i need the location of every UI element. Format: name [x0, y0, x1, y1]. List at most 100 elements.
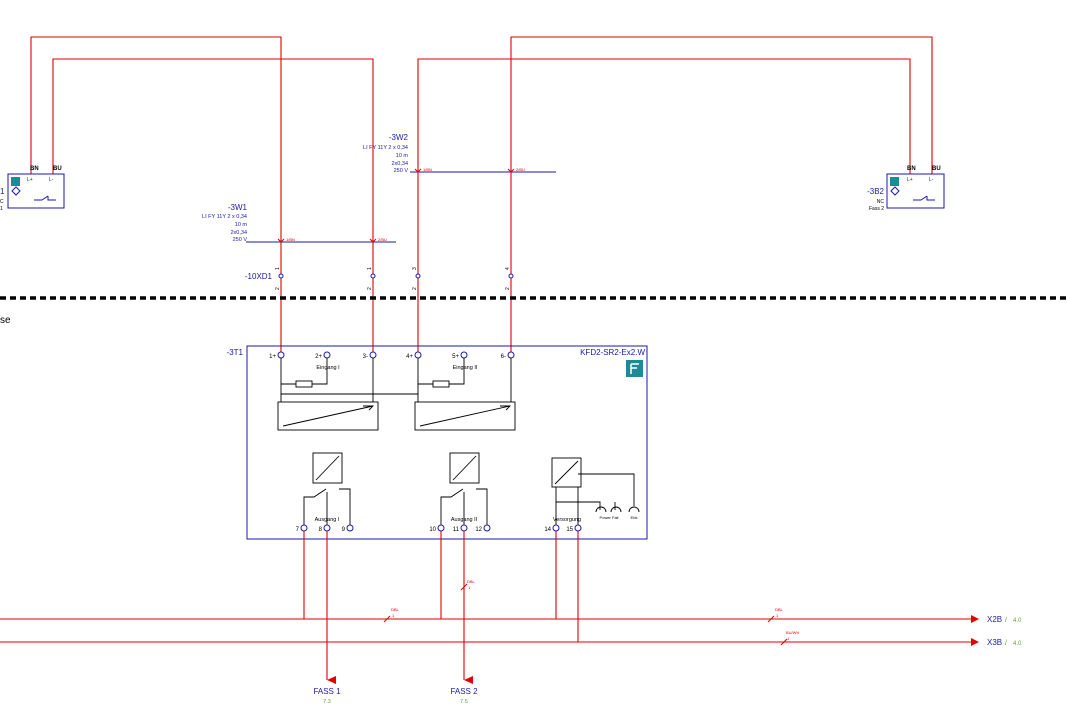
sensor-left-tag: 1	[0, 187, 5, 196]
terminal-2[interactable]: 1 2	[367, 267, 376, 290]
pepperl-fuchs-logo-icon	[890, 177, 899, 186]
fass2-label: FASS 2	[450, 687, 478, 696]
output-fass1[interactable]: FASS 1 7.3	[313, 687, 341, 705]
pin-3[interactable]	[369, 351, 377, 359]
output-x3b[interactable]: X3B / 4.0	[987, 638, 1022, 647]
sensor-left-nc: C	[0, 199, 4, 205]
cable-w2[interactable]: -3W2 LI FY 11Y 2 x 0,34 10 m 2x0,34 250 …	[363, 133, 556, 174]
pin-6[interactable]	[507, 351, 515, 359]
sensor-left-bn: BN	[30, 166, 39, 172]
top-pins: 1+ 2+ 3- 4+ 5+ 6-	[269, 351, 515, 360]
terminal-3-side: 2	[412, 287, 418, 290]
eingang-2-label: Eingang II	[453, 365, 478, 371]
terminal-4-top: 4	[505, 267, 511, 270]
sensor-left-lplus: L+	[27, 177, 33, 183]
x3b-label: X3B	[987, 638, 1002, 647]
terminal-2-top: 1	[367, 267, 373, 270]
pin-3-label: 3-	[363, 354, 368, 360]
terminal-2-side: 2	[367, 287, 373, 290]
sensor-right-bu: BU	[932, 166, 941, 172]
label-dbl-c-n: 1	[776, 613, 779, 618]
pin-8-label: 8	[319, 527, 323, 533]
terminal-strip[interactable]: -10XD1 1 2 1 2 3 2 4 2	[245, 267, 514, 290]
pin-7-label: 7	[296, 527, 300, 533]
pin-10-label: 10	[429, 527, 436, 533]
fass1-ref: 7.3	[323, 699, 331, 705]
sensor-right[interactable]: BN BU L+ L- -3B2 NC Fass 2	[867, 166, 945, 212]
fass1-label: FASS 1	[313, 687, 341, 696]
terminal-3[interactable]: 3 2	[412, 267, 421, 290]
switch-contact-icon	[913, 195, 935, 201]
pin-6-label: 6-	[501, 354, 506, 360]
pin-14-label: 14	[544, 527, 551, 533]
pin-14[interactable]	[552, 524, 560, 532]
module-type: KFD2-SR2-Ex2.W	[580, 348, 645, 357]
sensor-symbol-icon	[890, 186, 900, 196]
cable-w1-type: LI FY 11Y 2 x 0,34	[202, 214, 247, 220]
label-dbl-a-n: 1	[392, 613, 395, 618]
pin-11-label: 11	[453, 527, 460, 533]
label-dbl-b-n: 1	[468, 585, 471, 590]
cable-w1-voltage: 250 V	[233, 237, 248, 243]
sensor-left-bu: BU	[53, 166, 62, 172]
power-fail-label: Power Fail	[600, 515, 619, 520]
terminal-1-top: 1	[275, 267, 281, 270]
pin-2[interactable]	[323, 351, 331, 359]
terminal-4[interactable]: 4 2	[505, 267, 514, 290]
wire-sensor2-bu	[510, 36, 933, 355]
pin-9[interactable]	[346, 524, 354, 532]
cable-w1-core2: 2/BU	[378, 237, 387, 242]
label-dbl-c: DBL	[775, 607, 784, 612]
wire-sensor1-bn	[30, 36, 282, 355]
internal-circuit	[277, 358, 640, 525]
pin-4[interactable]	[414, 351, 422, 359]
terminal-1-side: 2	[275, 287, 281, 290]
pin-12[interactable]	[483, 524, 491, 532]
output-x2b[interactable]: X2B / 4.0	[987, 615, 1022, 624]
pin-8[interactable]	[323, 524, 331, 532]
label-dbl-a: DBL	[391, 607, 400, 612]
cable-w2-core1: 1/BN	[423, 167, 432, 172]
wire-labels: DBL 1 DBL 1 DBL 1 BU/WH 1	[391, 579, 799, 641]
top-wires	[30, 36, 933, 355]
pin-15-label: 15	[566, 527, 573, 533]
pin-11[interactable]	[460, 524, 468, 532]
module-tag: -3T1	[227, 348, 244, 357]
versorgung-label: Versorgung	[553, 517, 581, 523]
pin-1[interactable]	[277, 351, 285, 359]
x2b-ref: 4.0	[1013, 618, 1022, 624]
wire-sensor1-bu	[52, 58, 374, 355]
cable-w1-length: 10 m	[235, 222, 248, 228]
sensor-left-sub: 1	[0, 206, 3, 212]
cable-w1[interactable]: -3W1 LI FY 11Y 2 x 0,34 10 m 2x0,34 250 …	[202, 203, 396, 243]
output-fass2[interactable]: FASS 2 7.5	[450, 687, 478, 705]
pin-7[interactable]	[300, 524, 308, 532]
label-dbl-b: DBL	[467, 579, 476, 584]
sensor-symbol-icon	[11, 186, 21, 196]
cable-w2-type: LI FY 11Y 2 x 0,34	[363, 145, 408, 151]
ebk-label: Ebk	[631, 515, 638, 520]
ausgang-2-label: Ausgang II	[451, 517, 478, 523]
cable-w2-length: 10 m	[396, 153, 409, 159]
x3b-ref: 4.0	[1013, 641, 1022, 647]
pin-5[interactable]	[460, 351, 468, 359]
cable-w1-cross: 2x0,34	[230, 230, 247, 236]
sensor-left[interactable]: BN BU L+ L- 1 C 1	[0, 166, 65, 212]
area-label: se	[0, 315, 11, 326]
x2b-label: X2B	[987, 615, 1002, 624]
bottom-pins: 7 8 9 10 11 12 14 15	[296, 524, 582, 533]
terminal-1[interactable]: 1 2	[275, 267, 284, 290]
pin-1-label: 1+	[269, 354, 276, 360]
label-buwh: BU/WH	[786, 630, 799, 635]
x3b-sep: /	[1005, 640, 1007, 647]
terminal-4-side: 2	[505, 287, 511, 290]
fass2-ref: 7.5	[460, 699, 468, 705]
pin-15[interactable]	[574, 524, 582, 532]
ausgang-1-label: Ausgang I	[315, 517, 340, 523]
sensor-right-nc: NC	[877, 199, 885, 205]
pin-10[interactable]	[437, 524, 445, 532]
x2b-sep: /	[1005, 617, 1007, 624]
sensor-right-bn: BN	[907, 166, 916, 172]
wire-sensor2-bn	[417, 58, 911, 355]
module-kfd2[interactable]: -3T1 KFD2-SR2-Ex2.W 1+ 2+ 3- 4+ 5+ 6-	[227, 345, 648, 540]
